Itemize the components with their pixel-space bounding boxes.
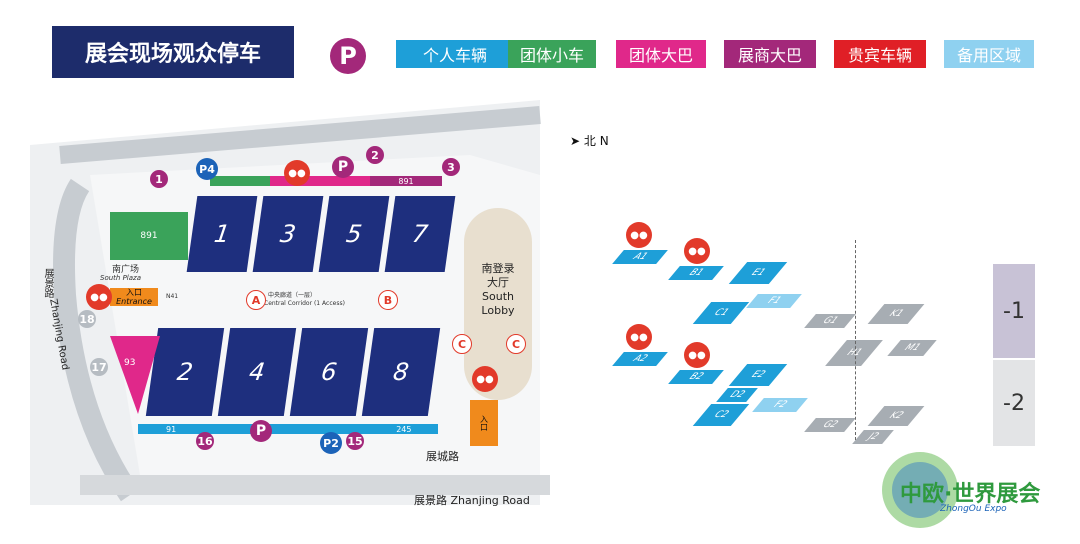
zone-c1: C1 xyxy=(692,302,750,324)
zone-e1: E1 xyxy=(728,262,788,284)
hall-6: 6 xyxy=(289,328,369,416)
access-b: B xyxy=(378,290,398,310)
zone-c2: C2 xyxy=(692,404,750,426)
road-zhancheng: 展城路 xyxy=(426,450,459,463)
zone-f2: F2 xyxy=(752,398,808,412)
level-minus-2: -2 xyxy=(993,360,1035,446)
group-icon-b2: ●● xyxy=(684,342,710,368)
legend-group-car: 团体小车 xyxy=(508,40,596,68)
parking-p-top: P xyxy=(332,156,354,178)
parking-p2: P2 xyxy=(320,432,342,454)
personal-parking-strip: 91 245 xyxy=(138,424,438,434)
group-icon-a1: ●● xyxy=(626,222,652,248)
legend-exhibitor-bus: 展商大巴 xyxy=(724,40,816,68)
hall-3: 3 xyxy=(252,196,324,272)
page-title: 展会现场观众停车 xyxy=(52,26,294,78)
marker-3: 3 xyxy=(442,158,460,176)
hall-7: 7 xyxy=(384,196,456,272)
zone-a1: A1 xyxy=(612,250,668,264)
access-a: A xyxy=(246,290,266,310)
legend-personal-vehicle: 个人车辆 xyxy=(396,40,514,68)
marker-18: 18 xyxy=(78,310,96,328)
legend-vip-vehicle: 贵宾车辆 xyxy=(834,40,926,68)
legend-group-bus: 团体大巴 xyxy=(616,40,706,68)
group-bus-area-93 xyxy=(110,336,160,414)
area-93-label: 93 xyxy=(124,358,136,368)
road-zhanjing-bottom: 展景路 Zhanjing Road xyxy=(414,494,530,507)
zone-j2: J2 xyxy=(852,430,894,444)
group-car-area-891: 891 xyxy=(110,212,188,260)
marker-17: 17 xyxy=(90,358,108,376)
parking-p4: P4 xyxy=(196,158,218,180)
zone-e2: E2 xyxy=(728,364,788,386)
access-c-right: C xyxy=(506,334,526,354)
zone-h1: H1 xyxy=(825,340,883,366)
central-corridor-cn: 中央廊道（一层） xyxy=(268,292,317,299)
parking-icon: P xyxy=(330,38,366,74)
hall-8: 8 xyxy=(361,328,441,416)
marker-1: 1 xyxy=(150,170,168,188)
hall-4: 4 xyxy=(217,328,297,416)
zone-b2: B2 xyxy=(668,370,724,384)
exhibitor-bus-strip: 891 xyxy=(370,176,442,186)
group-icon-top: ●● xyxy=(284,160,310,186)
group-car-strip xyxy=(210,176,270,186)
zone-a2: A2 xyxy=(612,352,668,366)
group-icon-left: ●● xyxy=(86,284,112,310)
south-plaza-en: South Plaza xyxy=(100,274,141,282)
zone-b1: B1 xyxy=(668,266,724,280)
entrance-south: 入口 xyxy=(470,400,498,446)
n41-label: N41 xyxy=(166,293,179,300)
level-minus-1: -1 xyxy=(993,264,1035,358)
south-plaza-cn: 南广场 xyxy=(112,265,140,275)
zone-d2: D2 xyxy=(716,388,758,402)
hall-1: 1 xyxy=(186,196,258,272)
south-lobby xyxy=(464,208,532,400)
marker-15: 15 xyxy=(346,432,364,450)
zone-g2: G2 xyxy=(804,418,856,432)
group-icon-b1: ●● xyxy=(684,238,710,264)
zhongou-expo-logo: 中欧·世界展会 ZhongOu Expo xyxy=(880,446,1070,536)
group-icon-lobby: ●● xyxy=(472,366,498,392)
central-corridor-en: Central Corridor (1 Access) xyxy=(264,300,345,307)
group-icon-a2: ●● xyxy=(626,324,652,350)
zone-k1: K1 xyxy=(867,304,925,324)
legend-reserve-area: 备用区域 xyxy=(944,40,1034,68)
access-c-left: C xyxy=(452,334,472,354)
road-zhanjing-left-cn: 展景路 xyxy=(42,268,53,298)
dashed-divider xyxy=(855,240,856,440)
parking-p-bottom: P xyxy=(250,420,272,442)
zone-g1: G1 xyxy=(804,314,856,328)
compass: ➤ 北 N xyxy=(570,134,609,148)
zone-m1: M1 xyxy=(887,340,937,356)
group-bus-strip xyxy=(270,176,370,186)
zone-k2: K2 xyxy=(867,406,925,426)
zone-f1: F1 xyxy=(746,294,802,308)
marker-16: 16 xyxy=(196,432,214,450)
marker-2: 2 xyxy=(366,146,384,164)
hall-5: 5 xyxy=(318,196,390,272)
